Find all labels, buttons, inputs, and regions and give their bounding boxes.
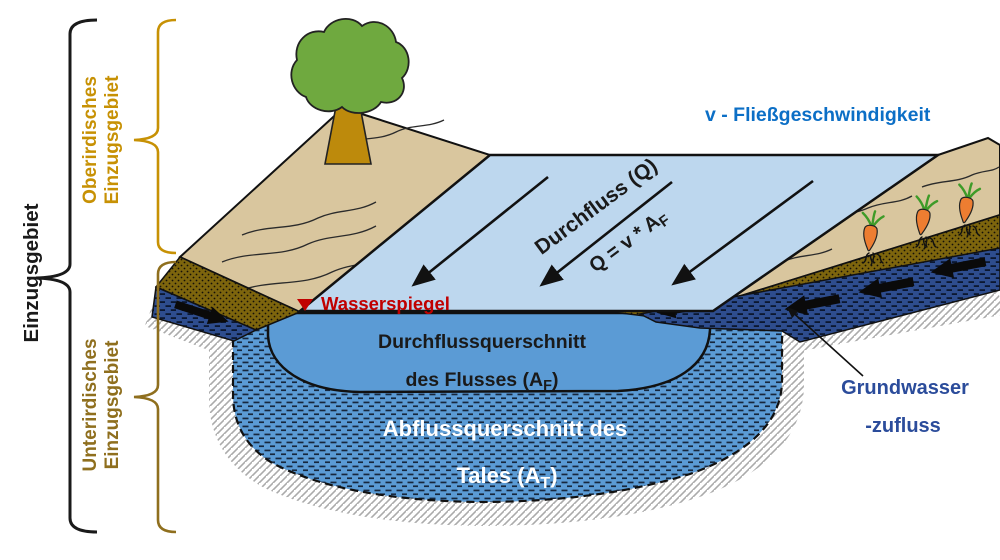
grundwasser-line2: -zufluss	[865, 415, 941, 437]
velocity-label: v - Fließgeschwindigkeit	[705, 104, 931, 126]
groundwater-arrow-icon	[174, 300, 229, 325]
brace-einzugsgebiet	[35, 18, 98, 534]
river-cross-section	[266, 311, 712, 394]
flow-arrow-icon	[411, 175, 549, 287]
unterirdisch-label-line2: Einzugsgebiet	[102, 340, 123, 469]
querschnitt-line1: Durchflussquerschnitt	[378, 331, 587, 353]
brace-oberirdisch	[133, 18, 177, 255]
groundwater-layer-right	[637, 247, 1000, 343]
flow-arrows	[411, 175, 814, 287]
querschnitt-line2: des Flusses (AF)	[406, 369, 559, 394]
brace-unterirdisch	[133, 260, 177, 534]
oberirdisch-label-line2: Einzugsgebiet	[102, 75, 123, 204]
unterirdisch-label-line1: Unterirdisches	[80, 338, 101, 471]
rock-band-hatched	[144, 285, 1000, 526]
abfluss-line2: Tales (AT)	[456, 463, 557, 492]
einzugsgebiet-label: Einzugsgebiet	[20, 203, 43, 342]
grundwasser-line1: Grundwasser	[841, 377, 969, 399]
abfluss-line1: Abflussquerschnitt des	[383, 416, 627, 441]
tree-icon	[290, 18, 410, 165]
tree-crown	[290, 18, 410, 114]
water-level-triangle-icon	[297, 299, 313, 311]
wasserspiegel-label: Wasserspiegel	[321, 293, 450, 314]
oberirdisch-label-line1: Oberirdisches	[80, 76, 101, 204]
valley-dashed-border	[231, 313, 784, 504]
grundwasser-pointer-arrow	[786, 307, 864, 377]
water-surface	[296, 153, 942, 313]
flow-arrow-icon	[671, 179, 814, 286]
flow-arrow-icon	[539, 180, 673, 287]
